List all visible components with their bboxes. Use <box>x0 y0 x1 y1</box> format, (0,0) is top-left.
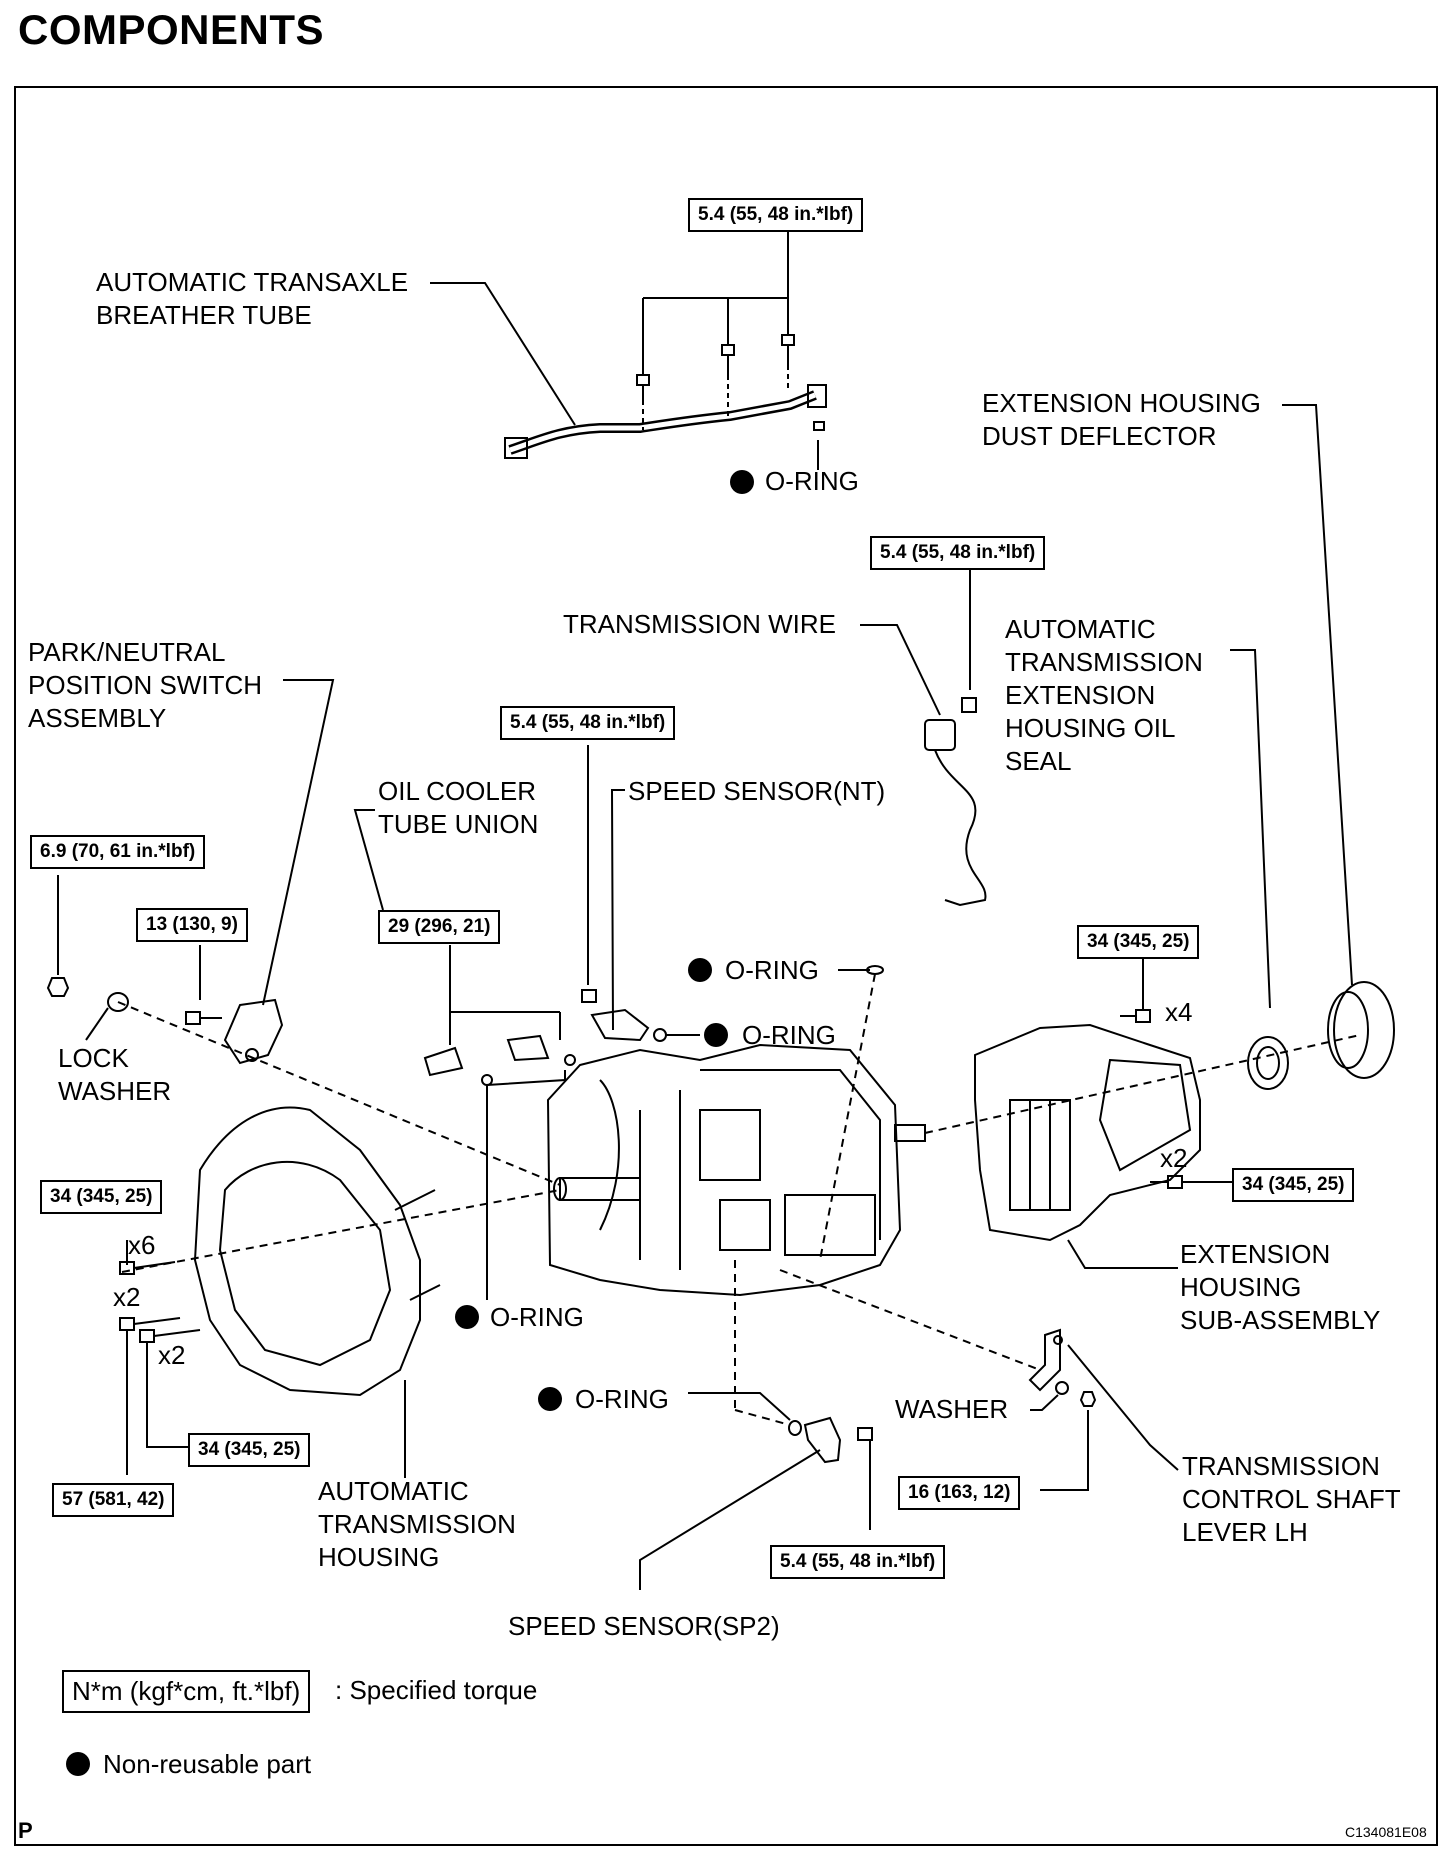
torque-wire: 5.4 (55, 48 in.*lbf) <box>870 536 1046 570</box>
label-auto-trans-housing: AUTOMATIC TRANSMISSION HOUSING <box>318 1476 516 1572</box>
torque-breather: 5.4 (55, 48 in.*lbf) <box>688 198 864 232</box>
torque-speed-sensor-nt: 5.4 (55, 48 in.*lbf) <box>500 706 676 740</box>
torque-speed-sensor-sp2: 5.4 (55, 48 in.*lbf) <box>770 1545 946 1579</box>
torque-pnp-bolt: 13 (130, 9) <box>136 908 248 942</box>
label-trans-control-lever: TRANSMISSION CONTROL SHAFT LEVER LH <box>1182 1451 1401 1547</box>
qty-x4: x4 <box>1165 997 1193 1027</box>
qty-x2-ext: x2 <box>1160 1143 1188 1173</box>
torque-housing-57: 57 (581, 42) <box>52 1483 175 1517</box>
label-transmission-wire: TRANSMISSION WIRE <box>563 609 837 639</box>
page-code: P <box>18 1818 33 1843</box>
qty-x2-a: x2 <box>113 1282 141 1312</box>
label-o-ring-mid1: O-RING <box>725 955 819 985</box>
legend-nonreusable-dot <box>66 1752 90 1776</box>
torque-lever: 16 (163, 12) <box>898 1476 1021 1510</box>
label-breather-tube: AUTOMATIC TRANSAXLE BREATHER TUBE <box>96 267 409 330</box>
label-ext-housing-sub: EXTENSION HOUSING SUB-ASSEMBLY <box>1180 1239 1381 1335</box>
label-lock-washer: LOCK WASHER <box>58 1043 172 1106</box>
figure-id: C134081E08 <box>1345 1824 1427 1840</box>
nonreusable-marker <box>730 470 754 494</box>
nonreusable-marker <box>538 1387 562 1411</box>
diagram-frame <box>14 86 1438 1846</box>
torque-oil-cooler: 29 (296, 21) <box>378 910 501 944</box>
label-o-ring-housing: O-RING <box>490 1302 584 1332</box>
torque-ext-right: 34 (345, 25) <box>1232 1168 1355 1202</box>
label-ext-oil-seal: AUTOMATIC TRANSMISSION EXTENSION HOUSING… <box>1005 614 1203 776</box>
label-washer: WASHER <box>895 1394 1009 1424</box>
legend-nonreusable-text: Non-reusable part <box>103 1749 312 1779</box>
label-o-ring-top: O-RING <box>765 466 859 496</box>
torque-housing-left: 34 (345, 25) <box>40 1180 163 1214</box>
label-speed-sensor-nt: SPEED SENSOR(NT) <box>628 776 886 806</box>
nonreusable-marker <box>704 1023 728 1047</box>
label-speed-sensor-sp2: SPEED SENSOR(SP2) <box>508 1611 780 1641</box>
legend-torque-desc: : Specified torque <box>335 1675 538 1705</box>
legend-torque-box: N*m (kgf*cm, ft.*lbf) <box>62 1670 311 1713</box>
label-park-neutral-switch: PARK/NEUTRAL POSITION SWITCH ASSEMBLY <box>28 637 262 733</box>
page-title: COMPONENTS <box>18 6 325 53</box>
qty-x2-b: x2 <box>158 1340 186 1370</box>
nonreusable-marker <box>455 1305 479 1329</box>
torque-housing-bottom: 34 (345, 25) <box>188 1433 311 1467</box>
nonreusable-marker <box>688 958 712 982</box>
label-o-ring-mid2: O-RING <box>742 1020 836 1050</box>
label-ext-dust-deflector: EXTENSION HOUSING DUST DEFLECTOR <box>982 388 1261 451</box>
label-oil-cooler-union: OIL COOLER TUBE UNION <box>378 776 539 839</box>
torque-lock-nut: 6.9 (70, 61 in.*lbf) <box>30 835 206 869</box>
qty-x6: x6 <box>128 1230 156 1260</box>
torque-ext-top: 34 (345, 25) <box>1077 925 1200 959</box>
label-o-ring-lower: O-RING <box>575 1384 669 1414</box>
